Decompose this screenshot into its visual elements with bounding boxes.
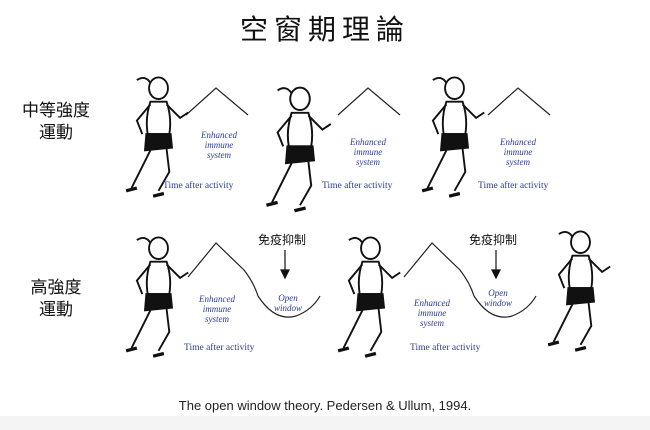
time-axis-label-r1-1: Time after activity [163, 181, 234, 191]
suppression-label-2: 免疫抑制 [469, 233, 518, 247]
immune-text: immune [503, 147, 533, 157]
immune-text: immune [202, 304, 232, 314]
system-text: system [506, 157, 530, 167]
enhanced-text: Enhanced [199, 294, 235, 304]
runner-2 [264, 85, 333, 213]
moderate-curve-1 [185, 87, 249, 116]
runner-4 [124, 235, 190, 358]
suppression-label-1: 免疫抑制 [258, 233, 307, 247]
runner-1 [124, 75, 190, 198]
time-axis-label-r2-2: Time after activity [410, 343, 481, 353]
system-text: system [205, 314, 229, 324]
row-label-intense-line2: 運動 [39, 300, 73, 320]
enhanced-label-r2-2: Enhanced immune system [403, 298, 461, 328]
time-axis-label-r1-3: Time after activity [478, 181, 549, 191]
intense-curve-2 [403, 242, 537, 318]
immune-text: immune [204, 140, 234, 150]
open-window-label-2: Open window [472, 288, 524, 308]
suppression-arrowhead-2 [491, 269, 501, 280]
system-text: system [356, 157, 380, 167]
bottom-band [0, 416, 650, 430]
time-axis-label-r2-1: Time after activity [184, 343, 255, 353]
moderate-curve-2 [337, 87, 401, 116]
window-text: window [273, 303, 302, 313]
enhanced-text: Enhanced [350, 137, 386, 147]
figure-caption: The open window theory. Pedersen & Ullum… [178, 398, 472, 413]
system-text: system [207, 150, 231, 160]
open-window-label-1: Open window [262, 293, 314, 313]
enhanced-label-r1-1: Enhanced immune system [190, 130, 248, 160]
enhanced-text: Enhanced [500, 137, 536, 147]
row-label-moderate: 中等強度 運動 [20, 100, 92, 144]
enhanced-label-r2-1: Enhanced immune system [188, 294, 246, 324]
enhanced-text: Enhanced [201, 130, 237, 140]
immune-text: immune [353, 147, 383, 157]
runner-5 [336, 235, 402, 358]
open-text: Open [278, 293, 298, 303]
runner-3 [420, 75, 486, 198]
row-label-moderate-line2: 運動 [39, 123, 73, 143]
enhanced-label-r1-2: Enhanced immune system [339, 137, 397, 167]
runner-6 [546, 229, 612, 352]
suppression-arrowhead-1 [280, 269, 290, 280]
intense-curve-1 [187, 242, 321, 318]
row-label-moderate-line1: 中等強度 [22, 101, 90, 121]
system-text: system [420, 318, 444, 328]
immune-text: immune [417, 308, 447, 318]
window-text: window [483, 298, 512, 308]
enhanced-text: Enhanced [414, 298, 450, 308]
page-title: 空窗期理論 [239, 13, 410, 46]
time-axis-label-r1-2: Time after activity [322, 181, 393, 191]
moderate-curve-3 [487, 87, 551, 116]
row-label-intense: 高強度 運動 [20, 277, 92, 321]
open-text: Open [488, 288, 508, 298]
enhanced-label-r1-3: Enhanced immune system [489, 137, 547, 167]
row-label-intense-line1: 高強度 [30, 278, 82, 298]
